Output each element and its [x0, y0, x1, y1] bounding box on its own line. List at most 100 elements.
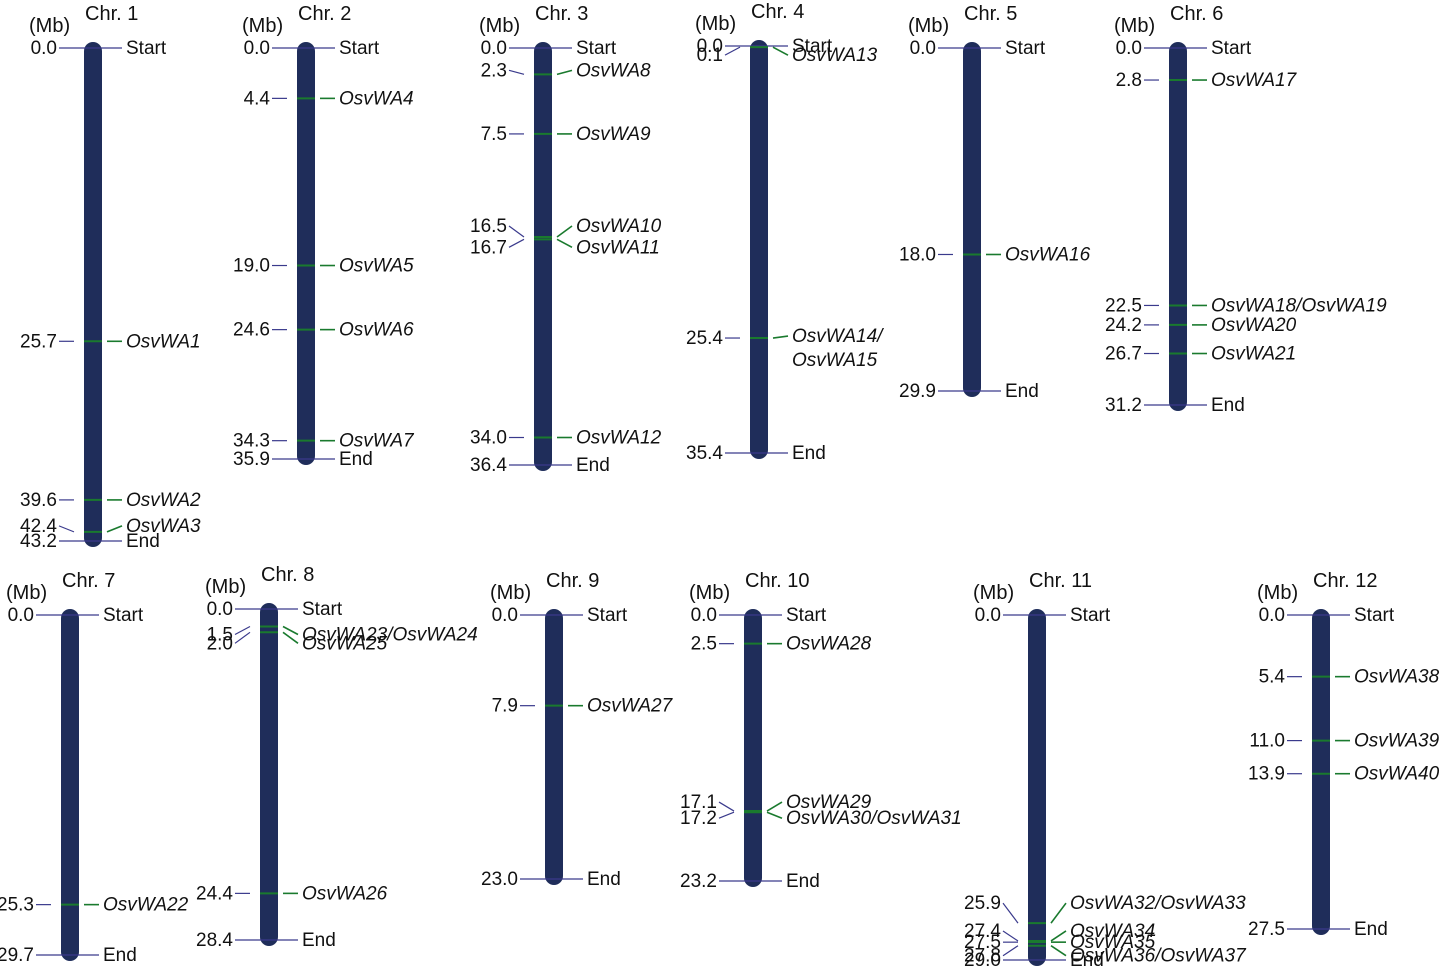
- start-label: Start: [302, 599, 343, 620]
- gene-label: OsvWA1: [126, 331, 201, 352]
- gene-position-label: 0.1: [697, 45, 723, 66]
- end-position-label: 29.7: [0, 945, 34, 966]
- start-position-label: 0.0: [244, 38, 270, 59]
- position-tick: [508, 225, 525, 238]
- gene-position-label: 5.4: [1259, 667, 1286, 688]
- gene-label: OsvWA38: [1354, 667, 1440, 688]
- gene-position-label: 25.4: [686, 328, 723, 349]
- chromosome-title: Chr. 3: [535, 3, 588, 25]
- gene-position-label: 19.0: [233, 256, 270, 277]
- end-position-label: 35.9: [233, 449, 270, 470]
- start-label: Start: [126, 38, 167, 59]
- position-tick: [508, 238, 525, 248]
- gene-position-label: 27.8: [964, 946, 1001, 967]
- unit-label: (Mb): [908, 15, 949, 37]
- gene-position-label: 39.6: [20, 490, 57, 511]
- chromosome-bar: [963, 42, 981, 397]
- gene-label: OsvWA23/OsvWA24: [302, 624, 478, 645]
- start-position-label: 0.0: [31, 38, 57, 59]
- end-position-label: 29.9: [899, 381, 936, 402]
- unit-label: (Mb): [242, 15, 283, 37]
- gene-position-label: 26.7: [1105, 344, 1142, 365]
- chromosome-bar: [750, 40, 768, 459]
- start-position-label: 0.0: [910, 38, 936, 59]
- end-label: End: [1005, 381, 1039, 402]
- position-tick: [718, 811, 735, 819]
- gene-position-label: 42.4: [20, 516, 57, 537]
- gene-label: OsvWA11: [576, 237, 660, 258]
- chromosome-title: Chr. 5: [964, 3, 1017, 25]
- unit-label: (Mb): [6, 582, 47, 604]
- gene-position-label: 2.3: [481, 60, 507, 81]
- gene-position-label: 24.2: [1105, 315, 1142, 336]
- gene-tick: [556, 238, 573, 249]
- gene-label: OsvWA30/OsvWA31: [786, 808, 962, 829]
- start-position-label: 0.0: [8, 605, 34, 626]
- chromosome-title: Chr. 11: [1029, 570, 1092, 592]
- gene-label: OsvWA6: [339, 320, 414, 341]
- end-position-label: 36.4: [470, 455, 507, 476]
- gene-label-continued: OsvWA15: [792, 350, 878, 371]
- start-label: Start: [1211, 38, 1252, 59]
- gene-position-label: 11.0: [1249, 731, 1285, 752]
- gene-position-label: 2.5: [691, 634, 717, 655]
- gene-position-label: 7.5: [481, 124, 507, 145]
- chromosome-title: Chr. 6: [1170, 3, 1223, 25]
- end-position-label: 27.5: [1248, 919, 1285, 940]
- gene-label: OsvWA29: [786, 792, 872, 813]
- gene-position-label: 13.9: [1248, 764, 1285, 785]
- chromosome-title: Chr. 2: [298, 3, 351, 25]
- start-label: Start: [339, 38, 380, 59]
- gene-label: OsvWA9: [576, 124, 651, 145]
- gene-label: OsvWA10: [576, 216, 662, 237]
- chromosome-bar: [545, 609, 563, 885]
- unit-label: (Mb): [1257, 582, 1298, 604]
- position-tick: [234, 625, 251, 636]
- end-label: End: [1354, 919, 1388, 940]
- gene-label: OsvWA39: [1354, 731, 1440, 752]
- gene-tick: [1050, 945, 1067, 957]
- unit-label: (Mb): [205, 576, 246, 598]
- unit-label: (Mb): [479, 15, 520, 37]
- gene-tick: [772, 335, 789, 339]
- chromosome-bar: [744, 609, 762, 887]
- gene-label: OsvWA40: [1354, 764, 1440, 785]
- chromosome-title: Chr. 10: [745, 570, 809, 592]
- gene-position-label: 25.3: [0, 895, 34, 916]
- gene-position-label: 4.4: [244, 88, 271, 109]
- gene-label: OsvWA36/OsvWA37: [1070, 946, 1247, 967]
- gene-label: OsvWA20: [1211, 315, 1297, 336]
- unit-label: (Mb): [490, 582, 531, 604]
- gene-label: OsvWA18/OsvWA19: [1211, 295, 1387, 316]
- unit-label: (Mb): [29, 15, 70, 37]
- gene-label: OsvWA3: [126, 516, 201, 537]
- end-label: End: [792, 443, 826, 464]
- end-label: End: [1070, 950, 1104, 971]
- gene-position-label: 2.8: [1116, 70, 1142, 91]
- chromosome-bar: [1312, 609, 1330, 935]
- gene-label: OsvWA26: [302, 883, 388, 904]
- gene-tick: [556, 225, 573, 238]
- gene-position-label: 1.5: [207, 624, 233, 645]
- gene-label: OsvWA17: [1211, 70, 1298, 91]
- gene-label: OsvWA5: [339, 256, 414, 277]
- end-position-label: 35.4: [686, 443, 723, 464]
- gene-position-label: 27.5: [964, 932, 1001, 953]
- position-tick: [1002, 945, 1019, 957]
- start-position-label: 0.0: [1259, 605, 1285, 626]
- unit-label: (Mb): [1114, 15, 1155, 37]
- gene-position-label: 17.1: [680, 792, 717, 813]
- end-position-label: 23.2: [680, 871, 717, 892]
- gene-position-label: 22.5: [1105, 295, 1142, 316]
- gene-tick: [556, 69, 573, 76]
- gene-position-label: 16.5: [470, 216, 507, 237]
- end-label: End: [339, 449, 373, 470]
- chromosome-bar: [1028, 609, 1046, 966]
- chromosome-title: Chr. 7: [62, 570, 115, 592]
- gene-label: OsvWA7: [339, 431, 415, 452]
- start-position-label: 0.0: [207, 599, 233, 620]
- chromosome-title: Chr. 1: [85, 3, 138, 25]
- gene-position-label: 18.0: [899, 244, 936, 265]
- position-tick: [718, 801, 735, 812]
